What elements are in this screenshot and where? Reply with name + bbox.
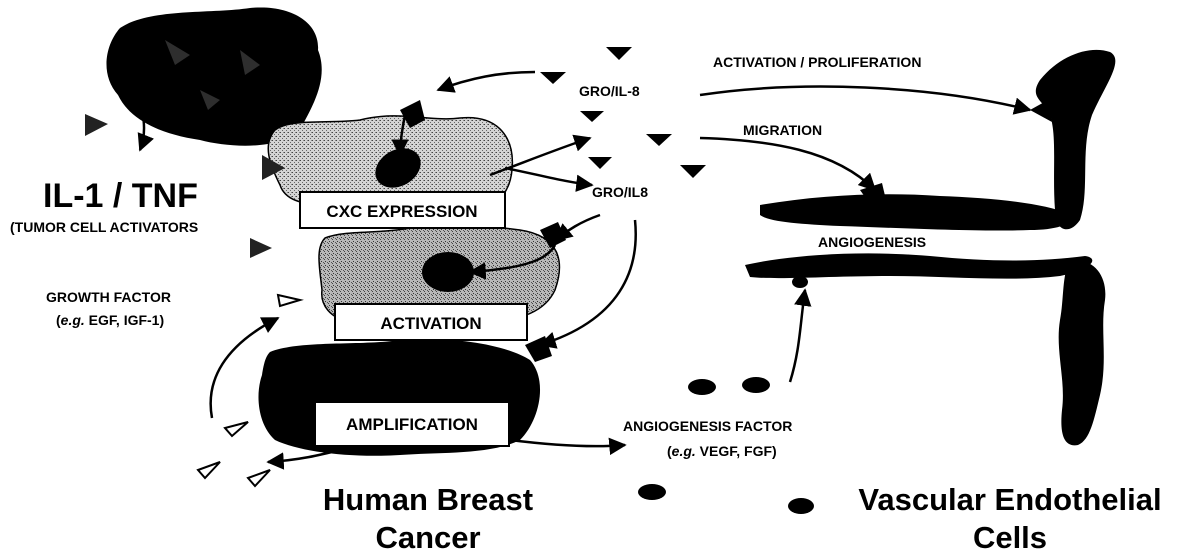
activation-proliferation-label: ACTIVATION / PROLIFERATION [713,54,921,70]
angiogenesis-factor-eg: e.g. [672,443,696,459]
growth-factor-label: GROWTH FACTOR [46,289,171,305]
gro-il8-ligands [540,47,706,178]
growth-factor-eg-values: EGF, IGF-1) [85,312,164,328]
growth-factor-examples: (e.g. EGF, IGF-1) [56,312,164,328]
endothelial-cell-top-right [1036,50,1116,229]
activation-cell-nucleus [422,252,474,292]
cxc-expression-box: CXC EXPRESSION [300,192,505,228]
angiogenesis-label: ANGIOGENESIS [818,234,926,250]
angiogenesis-factor-examples: (e.g. VEGF, FGF) [667,443,777,459]
human-breast-label: Human Breast [323,482,533,517]
gro-il8-top-label: GRO/IL-8 [579,83,640,99]
cancer-label: Cancer [375,520,480,555]
tumor-cell-activators-label: (TUMOR CELL ACTIVATORS [10,219,198,235]
growth-factor-eg: e.g. [61,312,85,328]
vascular-endothelial-label: Vascular Endothelial [858,482,1161,517]
gro-il8-mid-label: GRO/IL8 [592,184,648,200]
endothelial-cell-angiogenesis [745,253,1092,278]
endothelial-cell-migrating [760,194,1072,230]
cxc-expression-label: CXC EXPRESSION [326,202,477,221]
il1-tnf-label: IL-1 / TNF [43,177,198,215]
angiogenesis-factor-label: ANGIOGENESIS FACTOR [623,418,792,434]
cells-label: Cells [973,520,1047,555]
activation-label: ACTIVATION [380,314,481,333]
endothelial-cell-right-vertical [1059,261,1106,445]
migration-label: MIGRATION [743,122,822,138]
amplification-box: AMPLIFICATION [315,402,509,446]
amplification-label: AMPLIFICATION [346,415,478,434]
activation-box: ACTIVATION [335,304,527,340]
angiogenesis-factor-eg-values: VEGF, FGF) [696,443,777,459]
